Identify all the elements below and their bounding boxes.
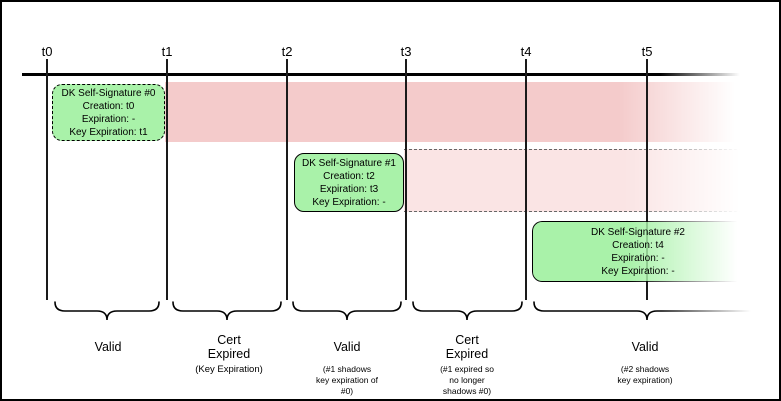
period-3-label: Valid [333, 339, 361, 354]
period-2-label: Cert Expired [207, 332, 251, 361]
signature-1-box: DK Self-Signature #1 Creation: t2 Expira… [294, 153, 404, 212]
signature-2-title: DK Self-Signature #2 [591, 226, 685, 238]
period-4-label: Cert Expired [445, 332, 489, 361]
signature-1-key-expiration: Key Expiration: - [312, 196, 386, 208]
period-1-label: Valid [94, 339, 122, 354]
signature-2-creation: Creation: t4 [612, 239, 664, 251]
period-4-note: (#1 expired so no longer shadows #0) [440, 364, 494, 396]
period-4: Cert Expired (#1 expired so no longer sh… [397, 331, 537, 397]
signature-1-creation: Creation: t2 [323, 170, 375, 182]
period-1: Valid [38, 331, 178, 364]
tick-line-t4 [525, 59, 527, 300]
signature-2-key-expiration: Key Expiration: - [601, 265, 675, 277]
tick-label-t4: t4 [520, 44, 532, 59]
brace-period-3 [292, 301, 402, 321]
signature-1-title: DK Self-Signature #1 [302, 157, 396, 169]
signature-2-box [532, 221, 746, 282]
brace-period-1 [54, 301, 160, 321]
tick-label-t3: t3 [400, 44, 412, 59]
signature-0-creation: Creation: t0 [82, 100, 135, 112]
signature-0-box: DK Self-Signature #0 Creation: t0 Expira… [52, 84, 165, 141]
tick-line-t2 [286, 59, 288, 300]
signature-2-expiration: Expiration: - [611, 252, 665, 264]
tick-label-t0: t0 [41, 44, 53, 59]
period-5-label: Valid [631, 339, 659, 354]
tick-line-t3 [405, 59, 407, 300]
period-3: Valid (#1 shadows key expiration of #0) [277, 331, 417, 397]
cert-expired-band [404, 149, 747, 212]
brace-period-2 [172, 301, 282, 321]
signature-0-expiration: Expiration: - [81, 113, 136, 125]
signature-1-expiration: Expiration: t3 [319, 183, 379, 195]
signature-0-title: DK Self-Signature #0 [61, 87, 156, 99]
tick-label-t5: t5 [641, 44, 653, 59]
brace-period-4 [412, 301, 523, 321]
tick-line-t1 [166, 59, 168, 300]
period-5: Valid (#2 shadows key expiration) [575, 331, 715, 386]
tick-line-t5 [646, 59, 648, 300]
period-3-note: (#1 shadows key expiration of #0) [316, 364, 378, 396]
tick-label-t1: t1 [161, 44, 173, 59]
signature-0-key-expiration: Key Expiration: t1 [69, 126, 148, 138]
period-2-note: (Key Expiration) [195, 364, 263, 375]
key-expired-band [165, 82, 747, 142]
tick-line-t0 [46, 59, 48, 300]
brace-period-5 [533, 301, 762, 321]
tick-label-t2: t2 [281, 44, 293, 59]
timeline-axis [22, 73, 747, 76]
period-5-note: (#2 shadows key expiration) [617, 364, 673, 385]
period-2: Cert Expired (Key Expiration) [159, 331, 299, 376]
signature-2-text: DK Self-Signature #2 Creation: t4 Expira… [532, 221, 744, 282]
